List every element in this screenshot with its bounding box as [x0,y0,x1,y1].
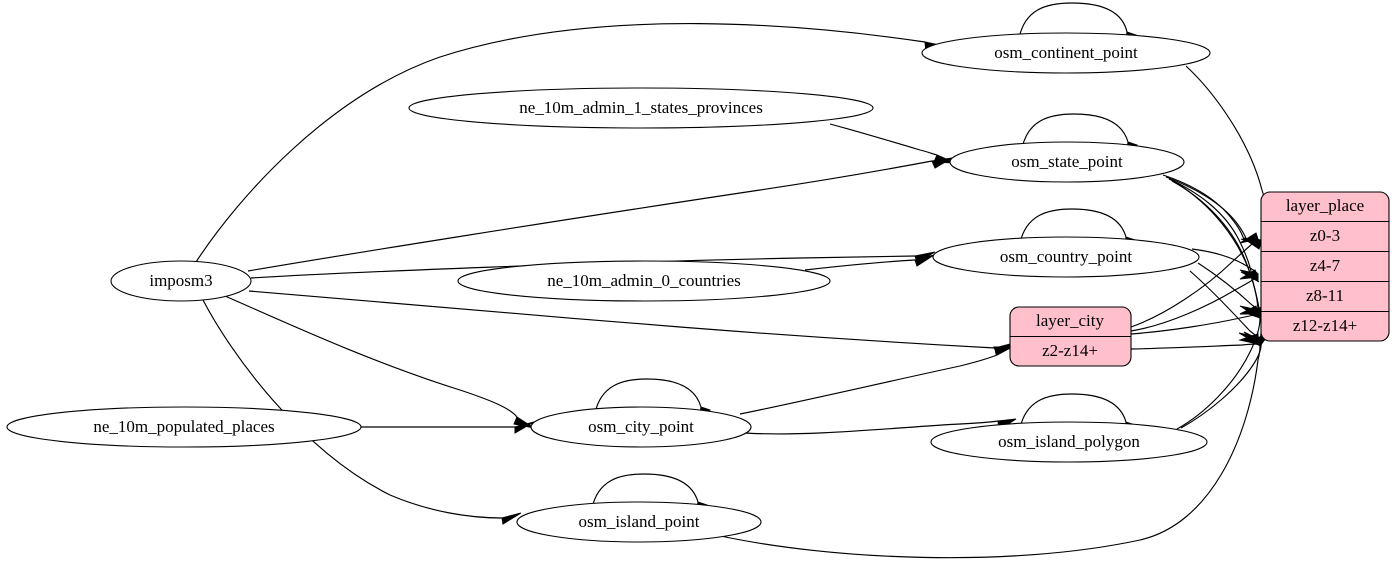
edge-osm_city_point-to-layer_city [739,354,998,415]
edge-osm_continent_point-self-loop [1018,2,1128,39]
arrowhead [914,254,935,267]
node-imposm3[interactable]: imposm3 [110,260,252,302]
node-layer_city-row-0: layer_city [1036,311,1104,330]
node-osm_city_point[interactable]: osm_city_point [530,406,752,448]
node-osm_island_point-label: osm_island_point [579,512,700,531]
node-osm_continent_point-label: osm_continent_point [994,43,1138,62]
node-ne_10m_admin_1_states_provinces-label: ne_10m_admin_1_states_provinces [519,98,763,117]
edge-osm_island_polygon-to-layer_place-z8_11 [1176,317,1261,430]
edge-osm_island_point-self-loop [591,473,699,509]
node-layer_place-row-3: z8-11 [1306,286,1344,305]
node-osm_state_point-label: osm_state_point [1011,152,1123,171]
arrowhead [1239,269,1259,280]
edge-osm_state_point-to-layer_place-z0_3 [1162,174,1245,241]
arrowhead [514,421,535,434]
edge-layer_city-to-layer_place-z4_7 [1130,276,1259,332]
arrowhead [1239,232,1259,244]
edge-osm_island_point-to-layer_place-z12_z14 [715,345,1261,559]
node-layer_place-row-2: z4-7 [1310,256,1341,275]
edge-imposm3-to-osm_island_point [202,299,503,519]
edge-imposm3-to-osm_city_point [224,295,518,418]
edge-layer_city-to-layer_place-z8_11 [1130,313,1259,335]
edge-osm_country_point-self-loop [1019,208,1127,244]
edge-imposm3-to-layer_city [248,290,996,349]
node-layer_place-row-0: layer_place [1286,196,1364,215]
node-imposm3-label: imposm3 [149,271,212,290]
node-osm_island_polygon[interactable]: osm_island_polygon [930,421,1208,463]
node-ne_10m_admin_0_countries[interactable]: ne_10m_admin_0_countries [457,260,831,302]
node-osm_state_point[interactable]: osm_state_point [949,141,1185,183]
node-layer_city-row-1: z2-z14+ [1042,341,1098,360]
edge-imposm3-to-osm_continent_point [195,23,926,263]
node-osm_island_polygon-label: osm_island_polygon [998,432,1140,451]
node-ne_10m_populated_places[interactable]: ne_10m_populated_places [6,406,362,448]
node-ne_10m_admin_0_countries-label: ne_10m_admin_0_countries [547,271,741,290]
arrowhead [1248,335,1267,347]
edge-osm_city_point-self-loop [594,378,702,414]
edge-osm_state_point-self-loop [1021,113,1129,149]
node-layer_place-row-1: z0-3 [1310,226,1340,245]
edge-osm_state_point-to-layer_place-z8_11 [1171,180,1259,313]
edge-osm_city_point-to-osm_island_polygon [744,420,999,435]
edge-ne_10m_admin_0_countries-to-osm_country_point [804,259,916,271]
edge-osm_island_polygon-to-layer_place-z12_z14 [1180,345,1262,429]
node-layer_city[interactable]: layer_city z2-z14+ [1009,306,1132,367]
edge-layer_city-to-layer_place-z0_3 [1130,238,1259,328]
node-layer_place-row-4: z12-z14+ [1293,316,1357,335]
node-ne_10m_admin_1_states_provinces[interactable]: ne_10m_admin_1_states_provinces [408,87,874,129]
node-layer: imposm3 ne_10m_populated_places ne_10m_a… [6,32,1390,543]
node-osm_continent_point[interactable]: osm_continent_point [921,32,1211,74]
edge-osm_island_polygon-self-loop [1019,393,1127,429]
node-osm_island_point[interactable]: osm_island_point [516,501,762,543]
arrowhead [501,512,522,525]
arrowhead [1240,238,1260,246]
edge-osm_state_point-to-layer_place-z0_3-b [1165,176,1248,242]
node-layer_place[interactable]: layer_place z0-3 z4-7 z8-11 z12-z14+ [1260,191,1390,342]
edge-ne_10m_admin_1_states_provinces-to-osm_state_point [829,123,938,156]
node-ne_10m_populated_places-label: ne_10m_populated_places [93,417,274,436]
node-osm_city_point-label: osm_city_point [588,417,694,436]
arrowhead [993,346,1013,356]
node-osm_country_point-label: osm_country_point [1000,247,1132,266]
edge-layer_city-to-layer_place-z12_z14 [1130,343,1259,350]
node-osm_country_point[interactable]: osm_country_point [932,236,1200,278]
edge-imposm3-to-osm_state_point [247,160,933,272]
